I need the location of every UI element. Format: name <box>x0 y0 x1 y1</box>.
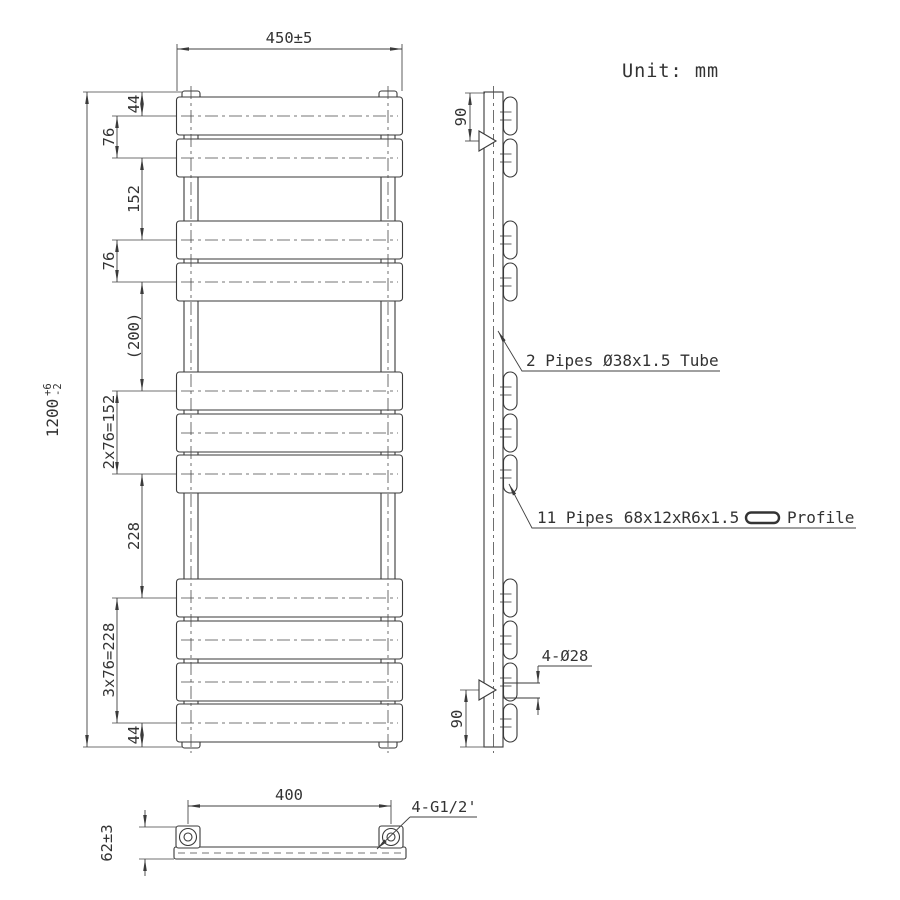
profile-section <box>502 413 518 453</box>
dim-62: 62±3 <box>98 824 116 861</box>
connection-stubs <box>500 111 512 728</box>
profile-section <box>502 96 518 136</box>
profile-section <box>502 578 518 618</box>
bottom-view: 400 62±3 4-G1/2' <box>98 786 477 876</box>
fitting-label: 4-G1/2' <box>411 798 476 816</box>
height-dim-text: 1200 +6 -2 <box>42 383 64 437</box>
dimension-chains <box>85 92 144 747</box>
height-tol-plus: +6 <box>42 383 54 396</box>
height-tol-minus: -2 <box>52 383 64 396</box>
dim-90-top: 90 <box>452 108 470 127</box>
profile-shape-icon <box>744 511 781 525</box>
profile-section <box>502 220 518 260</box>
profile-section <box>502 620 518 660</box>
bar-centerlines <box>181 115 398 724</box>
front-dimensions: 450±5 1200 +6 -2 44 76 152 76 (200) 2x76… <box>42 29 403 748</box>
dim-4-o28: 4-Ø28 <box>542 647 589 665</box>
fitting-outer-circle <box>381 827 401 847</box>
fitting-inner-circle <box>386 832 396 842</box>
fitting-left <box>175 825 201 849</box>
profile-section <box>502 262 518 302</box>
profile-section <box>502 703 518 743</box>
dim-44-top: 44 <box>125 95 143 114</box>
profile-section <box>502 138 518 178</box>
dim-400: 400 <box>275 786 303 804</box>
tube-label-leader <box>497 330 720 372</box>
dim-2x76: 2x76=152 <box>100 395 118 470</box>
side-view: 90 90 4-Ø28 2 Pipes Ø38x1.5 Tube 11 Pipe… <box>448 86 856 753</box>
fitting-label-leader <box>376 816 411 850</box>
extension-lines <box>83 91 182 748</box>
dim-200-ref: (200) <box>125 313 143 360</box>
dim-44-bottom: 44 <box>125 726 143 745</box>
height-value: 1200 <box>43 399 62 438</box>
profile-section <box>502 662 518 702</box>
unit-label: Unit: mm <box>622 61 719 82</box>
fitting-right <box>378 825 404 849</box>
tube-label: 2 Pipes Ø38x1.5 Tube <box>526 351 719 370</box>
towel-bars <box>175 96 404 743</box>
fitting-inner-circle <box>183 832 193 842</box>
front-view <box>175 86 404 753</box>
profile-section <box>502 371 518 411</box>
dim-3x76: 3x76=228 <box>100 623 118 698</box>
width-dim-text: 450±5 <box>266 29 313 47</box>
profile-sections <box>502 96 518 743</box>
profile-label-suffix: Profile <box>787 508 854 527</box>
dim-76-a: 76 <box>100 128 118 147</box>
dim-76-b: 76 <box>100 252 118 271</box>
profile-label-leader <box>508 483 856 529</box>
dim-90-bottom: 90 <box>448 710 466 729</box>
dim-228: 228 <box>125 522 143 550</box>
dim-152: 152 <box>125 185 143 213</box>
profile-label: 11 Pipes 68x12xR6x1.5 <box>537 508 739 527</box>
fitting-outer-circle <box>178 827 198 847</box>
